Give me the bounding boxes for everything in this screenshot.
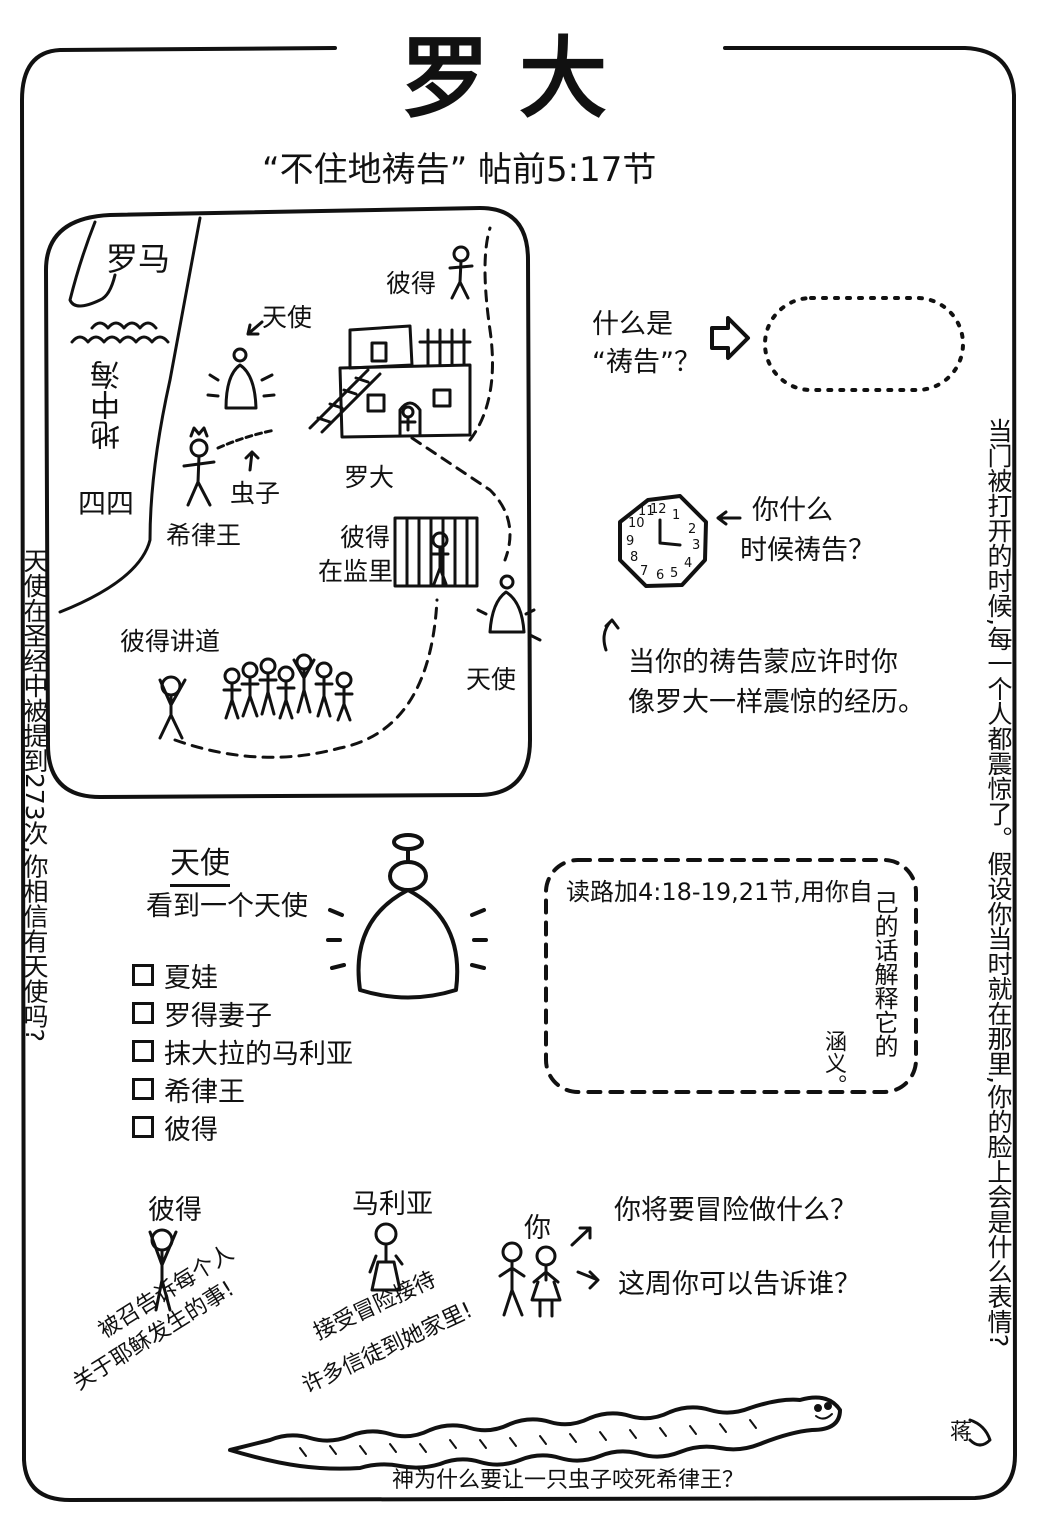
checkbox[interactable]: [132, 1002, 154, 1024]
clock-number-11: 11: [638, 504, 655, 519]
option-label: 夏娃: [164, 962, 218, 994]
angel-big-drawing: [326, 833, 488, 1000]
reading-prompt-side: 己的话解释它的: [870, 890, 898, 1058]
prayer-answer-box: [763, 296, 965, 392]
sea-waves-2: [90, 321, 158, 330]
worm-drawing-map: [216, 428, 277, 450]
route-lower: [173, 598, 439, 759]
answered-line1: 当你的祷告蒙应许时你: [628, 647, 898, 678]
house-drawing: [308, 324, 472, 439]
route-right: [468, 226, 494, 442]
clock-number-7: 7: [640, 564, 649, 579]
angel-subheading: 看到一个天使: [146, 891, 308, 922]
angel-option[interactable]: 罗得妻子: [132, 994, 353, 1032]
clock-number-5: 5: [670, 566, 679, 581]
route-upper: [410, 436, 512, 562]
map-label-peter-preach: 彼得讲道: [120, 627, 221, 656]
map-label-herod: 希律王: [166, 521, 242, 550]
arrow-q2: [576, 1270, 600, 1290]
crowd-figures: [222, 653, 354, 722]
italy-shape: [68, 220, 117, 308]
map-label-peter-top: 彼得: [386, 269, 437, 298]
map-label-worm: 虫子: [230, 479, 281, 508]
option-label: 抹大拉的马利亚: [164, 1038, 353, 1070]
page-title: 罗大: [400, 27, 637, 130]
outer-frame: [20, 46, 1017, 1502]
angel-drawing-right: [476, 574, 542, 642]
prayer-arrow: [710, 316, 750, 360]
map-frame: [44, 206, 532, 799]
mary-figure: [368, 1222, 404, 1292]
clock-question-line2: 时候祷告？: [740, 535, 875, 566]
angel-options-list: 夏娃 罗得妻子 抹大拉的马利亚 希律王 彼得: [132, 956, 353, 1146]
answered-arrow: [602, 618, 620, 652]
checkbox[interactable]: [132, 1078, 154, 1100]
angel-option[interactable]: 希律王: [132, 1070, 353, 1108]
option-label: 彼得: [164, 1114, 218, 1146]
prison-drawing: [393, 516, 479, 588]
peter-figure-bottom: [148, 1228, 178, 1312]
prayer-question-line2: “祷告”？: [592, 347, 701, 378]
arrow-to-worm: [244, 450, 260, 472]
subtitle: “不住地祷告” 帖前5:17节: [262, 150, 657, 190]
rhoda-figure: [399, 405, 417, 432]
mary-label: 马利亚: [352, 1189, 433, 1220]
clock-question-line1: 你什么: [752, 495, 833, 526]
prayer-question-line1: 什么是: [592, 309, 673, 340]
option-label: 罗得妻子: [164, 1000, 272, 1032]
map-label-rhoda: 罗大: [344, 463, 395, 492]
adventure-question: 你将要冒险做什么？: [614, 1195, 857, 1226]
clock-number-12: 12: [650, 502, 667, 517]
map-label-in-prison: 在监里: [318, 557, 394, 586]
herod-figure: [182, 426, 216, 507]
checkbox[interactable]: [132, 1040, 154, 1062]
map-label-angel-top: 天使: [262, 303, 313, 332]
arrow-to-angel: [246, 320, 264, 336]
checkbox[interactable]: [132, 1116, 154, 1138]
angel-option[interactable]: 夏娃: [132, 956, 353, 994]
worm-drawing-bottom: [228, 1395, 842, 1471]
preaching-peter-figure: [158, 675, 187, 740]
signature-mark: [968, 1418, 992, 1447]
peter-figure-top: [448, 245, 474, 300]
sea-waves: [70, 335, 170, 344]
signature: 蒋: [950, 1420, 973, 1445]
clock-drawing: [618, 494, 708, 588]
peter-figure-prison: [430, 531, 450, 586]
clock-number-3: 3: [692, 538, 701, 553]
angel-heading: 天使: [170, 838, 230, 887]
clock-number-8: 8: [630, 550, 639, 565]
clock-number-2: 2: [688, 522, 697, 537]
clock-number-10: 10: [628, 516, 645, 531]
you-figures: [498, 1241, 562, 1318]
map-label-rome: 罗马: [106, 240, 171, 278]
map-label-side: 四四: [78, 487, 135, 520]
clock-arrow: [716, 510, 742, 526]
map-label-peter-prison: 彼得: [340, 523, 391, 552]
clock-number-9: 9: [626, 534, 635, 549]
clock-number-6: 6: [656, 568, 665, 583]
clock-number-4: 4: [684, 556, 693, 571]
peter-label: 彼得: [148, 1195, 202, 1226]
tell-who-question: 这周你可以告诉谁？: [618, 1269, 861, 1300]
angel-option[interactable]: 抹大拉的马利亚: [132, 1032, 353, 1070]
answered-line2: 像罗大一样震惊的经历。: [628, 687, 925, 718]
coastline: [58, 216, 202, 614]
reading-prompt-side2: 涵义。: [821, 1030, 846, 1096]
left-vertical-question: 天使在圣经中被提到273次,你相信有天使吗?: [20, 548, 49, 1042]
right-vertical-question: 当门被打开的时候,每一个人都震惊了。假设你当时就在那里,你的脸上会是什么表情?: [984, 418, 1013, 1348]
arrow-q1: [570, 1226, 592, 1247]
checkbox[interactable]: [132, 964, 154, 986]
clock-number-1: 1: [672, 508, 681, 523]
worm-question: 神为什么要让一只虫子咬死希律王？: [392, 1468, 745, 1493]
angel-option[interactable]: 彼得: [132, 1108, 353, 1146]
angel-drawing-map: [206, 347, 276, 410]
map-label-angel-right: 天使: [466, 665, 517, 694]
option-label: 希律王: [164, 1076, 245, 1108]
reading-box: [544, 858, 918, 1094]
reading-prompt: 读路加4:18-19,21节,用你自: [566, 878, 873, 906]
you-label: 你: [524, 1213, 551, 1244]
map-label-sea: 地中海: [91, 360, 126, 450]
